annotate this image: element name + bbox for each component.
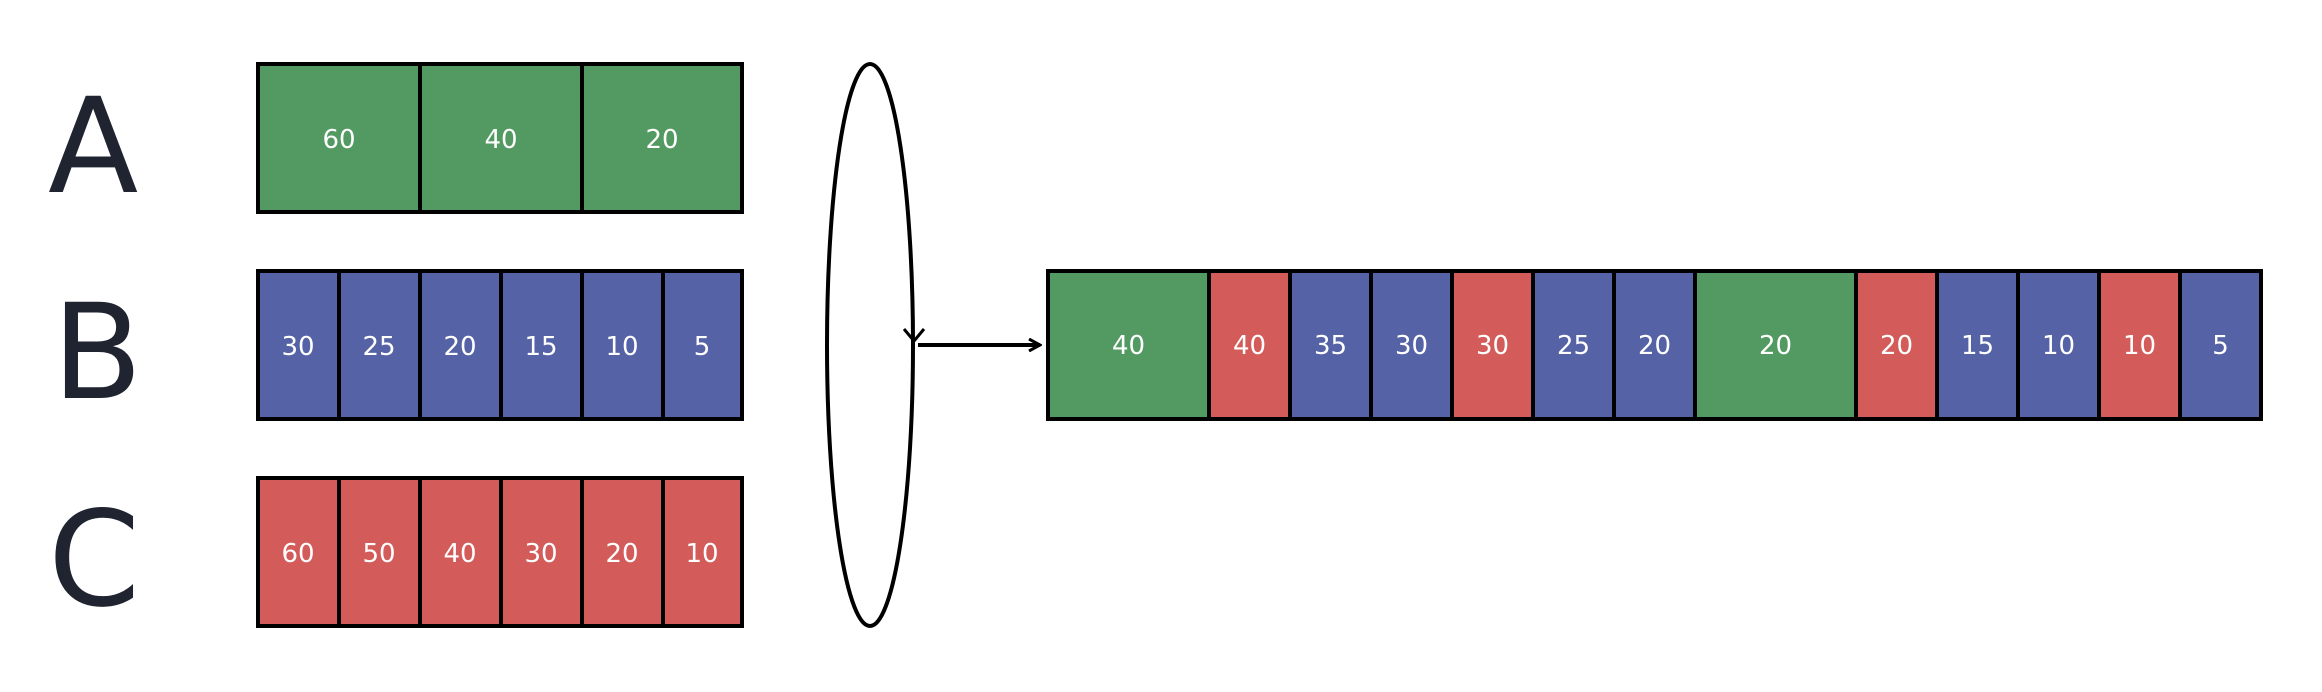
ellipse-arrowhead-icon [902, 328, 926, 344]
row-b-array: 30 25 20 15 10 5 [256, 269, 744, 421]
row-b-cell: 25 [337, 269, 422, 421]
cell-value: 60 [281, 539, 314, 569]
merged-cell-value: 20 [1880, 331, 1913, 361]
cell-value: 30 [524, 539, 557, 569]
merged-cell-value: 40 [1112, 331, 1145, 361]
cell-value: 5 [694, 332, 711, 362]
cell-rect [256, 476, 341, 628]
merged-cell-rect [1854, 269, 1939, 421]
cell-value: 40 [443, 539, 476, 569]
merged-cell-value: 35 [1314, 331, 1347, 361]
merged-cell-value: 10 [2042, 331, 2075, 361]
cell-rect [337, 269, 422, 421]
merged-cell: 25 [1531, 269, 1616, 421]
merged-cell: 20 [1854, 269, 1939, 421]
merged-cell-value: 5 [2212, 331, 2229, 361]
cell-value: 40 [484, 125, 517, 155]
cell-value: 15 [524, 332, 557, 362]
row-a-cell: 60 [256, 62, 422, 214]
cell-value: 20 [645, 125, 678, 155]
cell-rect [580, 62, 744, 214]
row-c-array: 60 50 40 30 20 10 [256, 476, 744, 628]
cell-rect [499, 269, 584, 421]
row-a-array: 60 40 20 [256, 62, 744, 214]
row-b-cell: 15 [499, 269, 584, 421]
cell-rect [256, 62, 422, 214]
merged-cell-rect [2097, 269, 2182, 421]
merged-cell: 15 [1935, 269, 2020, 421]
row-c-cell: 20 [580, 476, 665, 628]
row-a-cell: 20 [580, 62, 744, 214]
merged-cell-value: 30 [1476, 331, 1509, 361]
row-label-a: A [48, 70, 138, 224]
cell-rect [499, 476, 584, 628]
cell-rect [418, 62, 584, 214]
row-c-cell: 60 [256, 476, 341, 628]
row-c-cell: 30 [499, 476, 584, 628]
row-label-c: C [48, 483, 140, 637]
row-c-cell: 10 [661, 476, 744, 628]
cell-value: 30 [281, 332, 314, 362]
merged-cell-value: 25 [1557, 331, 1590, 361]
cell-value: 10 [605, 332, 638, 362]
merged-cell-rect [2178, 269, 2263, 421]
merged-cell: 30 [1369, 269, 1454, 421]
cell-value: 10 [685, 539, 718, 569]
row-b-cell: 20 [418, 269, 503, 421]
row-label-b: B [52, 276, 143, 430]
merged-cell: 30 [1450, 269, 1535, 421]
merged-cell: 40 [1046, 269, 1211, 421]
cell-value: 60 [322, 125, 355, 155]
merged-cell-value: 30 [1395, 331, 1428, 361]
cell-rect [661, 269, 744, 421]
row-b-cell: 30 [256, 269, 341, 421]
merged-cell-value: 20 [1759, 331, 1792, 361]
row-b-cell: 5 [661, 269, 744, 421]
grouping-ellipse [825, 62, 915, 628]
cell-rect [661, 476, 744, 628]
cell-rect [580, 269, 665, 421]
merged-cell-value: 15 [1961, 331, 1994, 361]
merged-cell: 20 [1693, 269, 1858, 421]
cell-value: 20 [443, 332, 476, 362]
merged-cell: 20 [1612, 269, 1697, 421]
merged-cell: 10 [2016, 269, 2101, 421]
merged-cell-rect [1531, 269, 1616, 421]
merged-cell: 10 [2097, 269, 2182, 421]
merged-cell: 35 [1288, 269, 1373, 421]
merged-cell-value: 40 [1233, 331, 1266, 361]
merged-cell-rect [1693, 269, 1858, 421]
cell-value: 20 [605, 539, 638, 569]
cell-rect [418, 269, 503, 421]
row-a-cell: 40 [418, 62, 584, 214]
merged-cell-rect [1450, 269, 1535, 421]
merged-array: 40 40 35 30 30 25 20 20 20 15 10 10 5 [1046, 269, 2263, 421]
cell-value: 50 [362, 539, 395, 569]
merged-cell: 40 [1207, 269, 1292, 421]
merged-cell: 5 [2178, 269, 2263, 421]
merged-cell-rect [2016, 269, 2101, 421]
merged-cell-value: 20 [1638, 331, 1671, 361]
merged-cell-value: 10 [2123, 331, 2156, 361]
merged-cell-rect [1612, 269, 1697, 421]
cell-rect [418, 476, 503, 628]
cell-rect [580, 476, 665, 628]
merged-cell-rect [1207, 269, 1292, 421]
row-c-cell: 50 [337, 476, 422, 628]
row-c-cell: 40 [418, 476, 503, 628]
row-b-cell: 10 [580, 269, 665, 421]
merged-cell-rect [1046, 269, 1211, 421]
cell-value: 25 [362, 332, 395, 362]
